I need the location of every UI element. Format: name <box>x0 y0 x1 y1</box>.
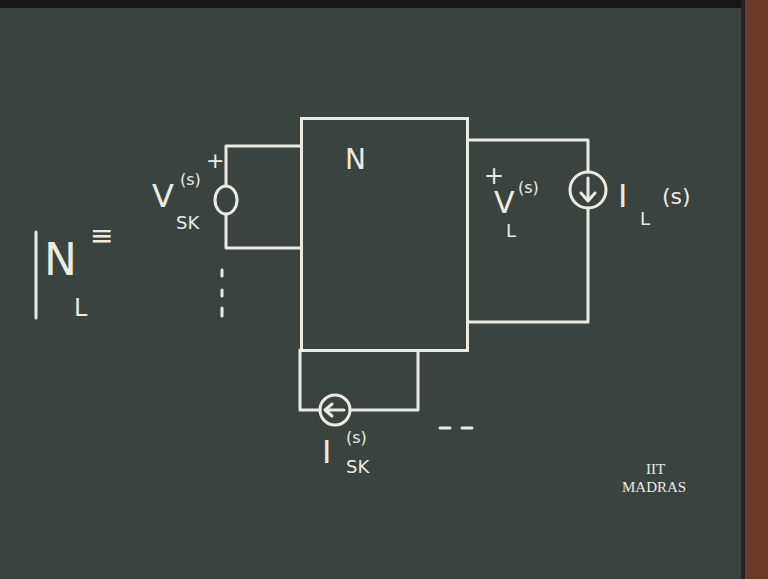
watermark: MADRAS <box>622 480 686 495</box>
network-name: N <box>345 146 366 174</box>
s-argument: (s) <box>518 180 539 196</box>
subscript: L <box>506 222 516 240</box>
subscript: SK <box>176 214 199 232</box>
watermark: IIT <box>646 462 665 477</box>
current-symbol: I <box>322 436 331 468</box>
subscript: L <box>640 210 650 228</box>
equivalence-sign: ≡ <box>90 222 113 250</box>
polarity-sign: + <box>206 150 224 172</box>
s-argument: (s) <box>346 430 367 446</box>
voltage-symbol: V <box>152 180 174 212</box>
subscript: SK <box>346 458 369 476</box>
network-box: N <box>300 117 469 352</box>
voltage-symbol: V <box>494 188 515 218</box>
network-symbol: N <box>44 238 77 282</box>
current-symbol: I <box>618 180 627 212</box>
s-argument: (s) <box>180 172 201 188</box>
subscript: L <box>74 296 87 320</box>
s-argument: (s) <box>662 186 691 208</box>
polarity-sign: + <box>484 164 504 188</box>
